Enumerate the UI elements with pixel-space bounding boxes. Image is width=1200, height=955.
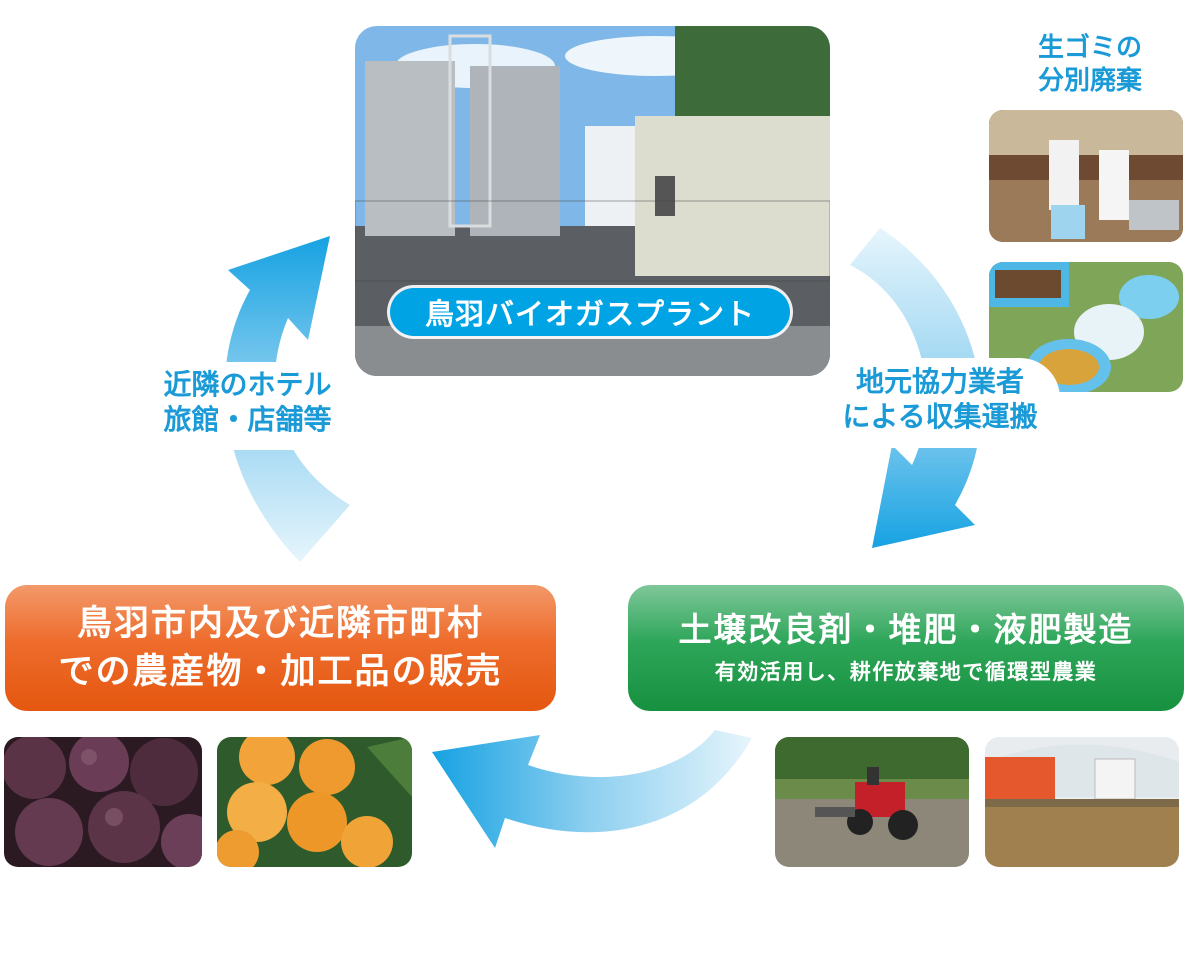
tractor-field-photo (775, 737, 969, 867)
collection-label-line1: 地元協力業者 (855, 365, 1024, 398)
greenhouse-photo (985, 737, 1179, 867)
arrow-left (224, 236, 350, 562)
sorting-label-line2: 分別廃棄 (1037, 65, 1142, 96)
sales-box: 鳥羽市内及び近隣市町村 での農産物・加工品の販売 (5, 585, 556, 711)
arrow-bottom (432, 730, 752, 848)
sorting-label-line1: 生ゴミの (1037, 33, 1142, 63)
sales-line2: での農産物・加工品の販売 (58, 652, 503, 692)
fertilizer-box: 土壌改良剤・堆肥・液肥製造 有効活用し、耕作放棄地で循環型農業 (628, 585, 1184, 711)
loquat-photo (217, 737, 412, 867)
plant-label: 鳥羽バイオガスプラント (390, 288, 790, 336)
hotels-label-line1: 近隣のホテル (163, 368, 332, 401)
collection-label-line2: による収集運搬 (842, 400, 1038, 433)
fertilizer-title: 土壌改良剤・堆肥・液肥製造 (678, 610, 1134, 649)
fertilizer-subtitle: 有効活用し、耕作放棄地で循環型農業 (714, 660, 1098, 684)
sorting-label: 生ゴミの 分別廃棄 (1005, 32, 1175, 97)
hotels-label-line2: 旅館・店舗等 (163, 403, 332, 436)
collection-label: 地元協力業者 による収集運搬 (818, 364, 1062, 434)
hotels-label: 近隣のホテル 旅館・店舗等 (135, 367, 360, 437)
kitchen-sorting-photo (989, 110, 1183, 242)
passion-fruit-photo (4, 737, 202, 867)
arrow-right (850, 228, 982, 548)
sales-line1: 鳥羽市内及び近隣市町村 (76, 604, 484, 644)
